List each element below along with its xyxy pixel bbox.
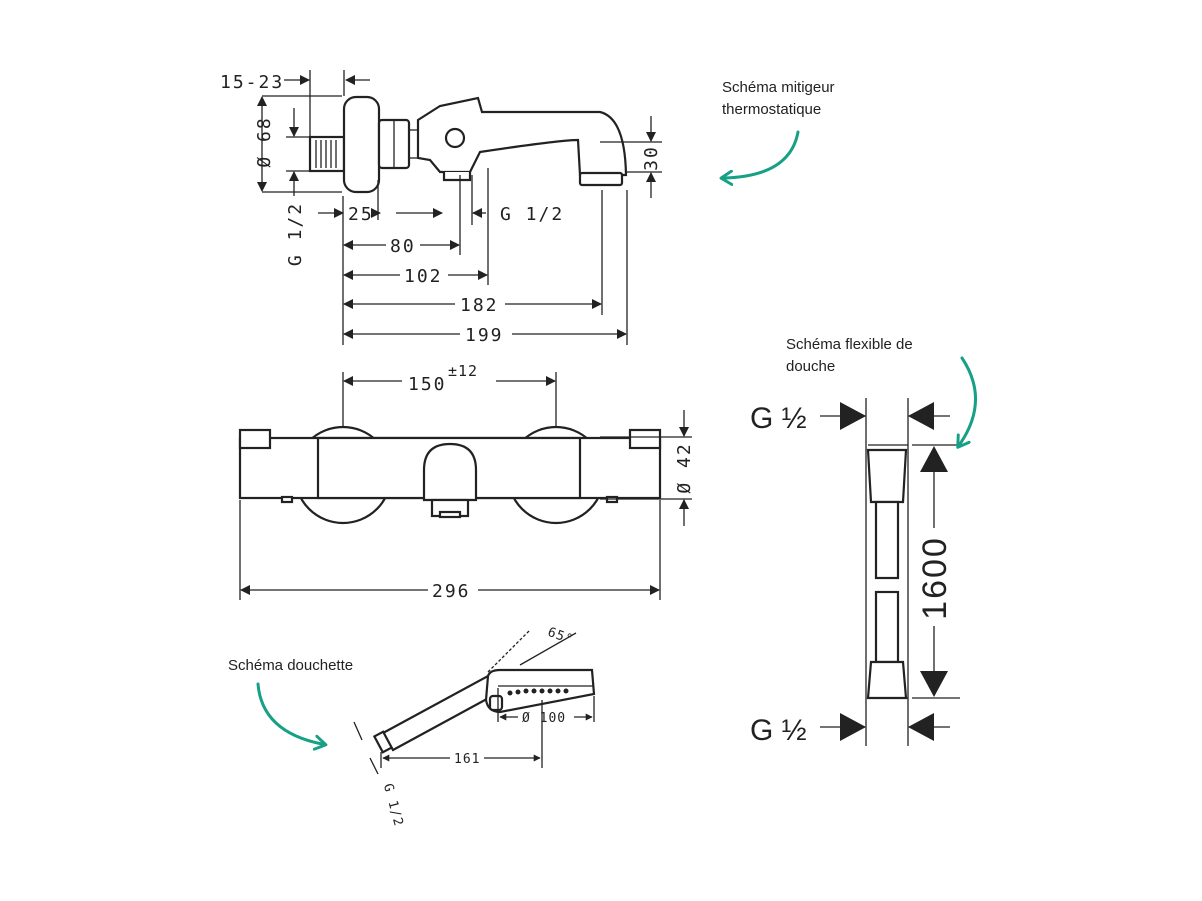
hose-g-top: G ½ bbox=[750, 402, 807, 435]
dim-150-tolerance: ±12 bbox=[448, 362, 478, 380]
caption-mitigeur-line1: Schéma mitigeur bbox=[722, 79, 835, 96]
dim-296: 296 bbox=[432, 581, 471, 602]
temperature-knob bbox=[444, 127, 466, 149]
caption-douchette-text: Schéma douchette bbox=[228, 657, 353, 674]
dim-dia-42: Ø 42 bbox=[674, 442, 695, 493]
escutcheon bbox=[342, 95, 381, 194]
hose-tube-upper bbox=[874, 500, 900, 580]
teal-pointer-arrow bbox=[256, 682, 322, 744]
teal-pointer-arrow bbox=[960, 356, 977, 444]
hose-diagram: G ½ G ½ 1600 bbox=[750, 398, 960, 747]
dim-80: 80 bbox=[390, 236, 416, 257]
dim-102: 102 bbox=[404, 266, 443, 287]
thread-marks bbox=[315, 140, 337, 168]
spout-front bbox=[422, 442, 478, 502]
hose-top-fitting bbox=[866, 448, 908, 504]
caption-flexible-line2: douche bbox=[786, 358, 835, 375]
end-cap-right bbox=[628, 428, 662, 450]
dim-150: 150 bbox=[408, 374, 447, 395]
hose-tube-lower bbox=[874, 590, 900, 664]
handshower-g: G 1/2 bbox=[380, 782, 406, 829]
handshower-dia-100: Ø 100 bbox=[522, 711, 566, 726]
spray-nozzles bbox=[507, 688, 569, 696]
handshower-length-161: 161 bbox=[454, 752, 480, 767]
caption-flexible: Schéma flexible de douche bbox=[786, 336, 977, 444]
caption-douchette: Schéma douchette bbox=[228, 657, 353, 744]
teal-pointer-arrow bbox=[725, 130, 800, 178]
dim-15-23: 15-23 bbox=[220, 72, 284, 93]
dim-25: 25 bbox=[348, 204, 374, 225]
mixer-body-profile bbox=[416, 96, 628, 177]
side-view: 15-23 Ø 68 G 1/2 25 G 1/2 bbox=[220, 70, 662, 346]
caption-mitigeur: Schéma mitigeur thermostatique bbox=[722, 79, 835, 178]
dim-g-left: G 1/2 bbox=[285, 202, 306, 266]
handshower-handle bbox=[381, 674, 498, 752]
end-cap-left bbox=[238, 428, 272, 450]
dim-g-right: G 1/2 bbox=[500, 204, 564, 225]
caption-mitigeur-line2: thermostatique bbox=[722, 101, 821, 118]
handshower-diagram: 65° Ø 100 161 G 1/2 bbox=[353, 625, 596, 829]
hose-bottom-fitting bbox=[866, 660, 908, 700]
handshower-angle: 65° bbox=[545, 625, 575, 648]
front-view: 150 ±12 Ø 42 296 bbox=[238, 362, 695, 602]
dim-182: 182 bbox=[460, 295, 499, 316]
handshower-connector bbox=[372, 730, 394, 754]
spout-outlet bbox=[578, 171, 624, 187]
dim-30: 30 bbox=[641, 145, 662, 171]
hose-g-bottom: G ½ bbox=[750, 714, 807, 747]
dim-199: 199 bbox=[465, 325, 504, 346]
hose-length: 1600 bbox=[916, 536, 954, 620]
wall-connector bbox=[308, 135, 346, 173]
caption-flexible-line1: Schéma flexible de bbox=[786, 336, 913, 353]
dim-dia-68: Ø 68 bbox=[254, 116, 275, 167]
